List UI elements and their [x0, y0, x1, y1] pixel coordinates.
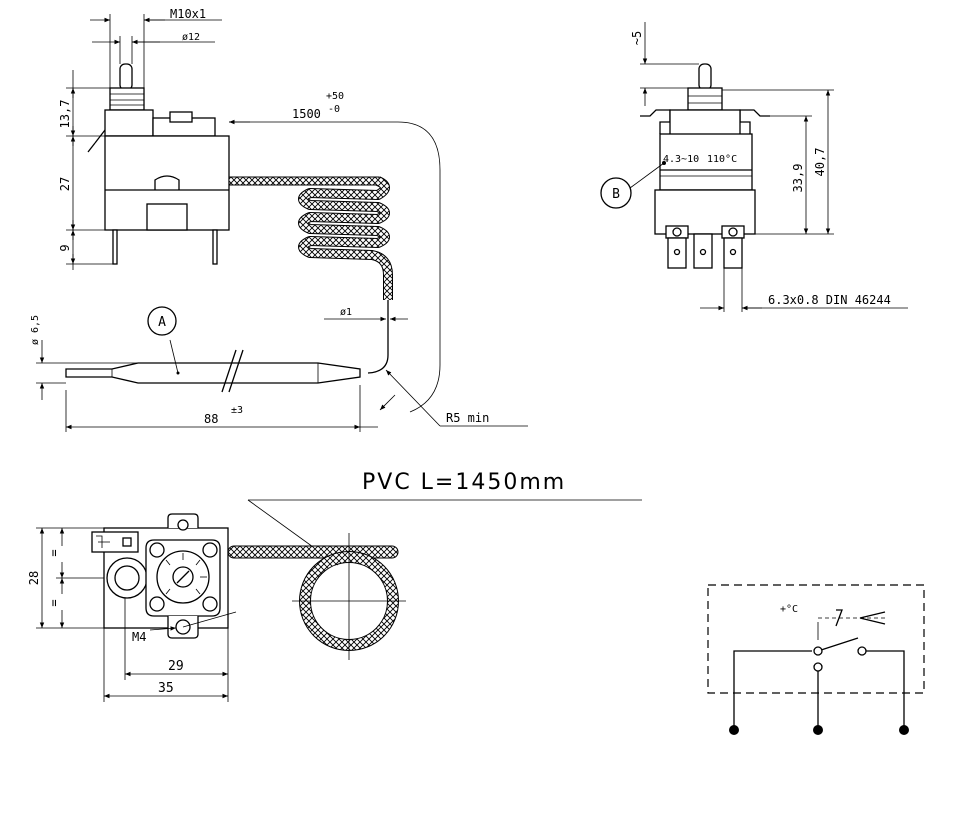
dim-thread: M10x1	[90, 7, 222, 90]
dim-capillary-diameter: ø1	[324, 307, 408, 322]
marker-a: A	[158, 315, 166, 330]
marker-b-circle	[600, 177, 632, 209]
bulb-tol: ±3	[231, 405, 243, 416]
capillary-coil-ring	[227, 533, 406, 660]
terminal-dot-1	[729, 725, 739, 735]
top-gap: ~5	[630, 31, 644, 45]
front-body	[659, 133, 753, 191]
coiled-capillary	[228, 176, 393, 374]
height-b: 40,7	[813, 148, 827, 177]
bend-radius: R5 min	[446, 411, 489, 425]
thread-shaft	[109, 63, 145, 111]
thread-label: M10x1	[170, 7, 206, 21]
height-top: 13,7	[58, 100, 72, 129]
height-pins: 9	[58, 244, 72, 251]
capillary-length: 1500	[292, 107, 321, 121]
contact-nc	[813, 662, 823, 672]
dim-heights: 33,9 40,7	[722, 89, 834, 235]
scale-label: 4.3~10	[663, 154, 699, 165]
shaft-diameter: ø12	[182, 32, 200, 43]
width-holes: 29	[168, 659, 184, 674]
dim-capillary-length: 1500 +50 -0	[229, 91, 441, 413]
marker-a-circle	[147, 306, 177, 336]
screw-label: M4	[132, 630, 146, 644]
height-total: 28	[27, 571, 41, 585]
terminals	[665, 225, 745, 269]
sensor-bulb	[65, 339, 361, 393]
dim-left-vertical: 13,7 27 9	[58, 70, 113, 270]
half-mark-1: =	[47, 549, 61, 556]
pin-left	[112, 229, 118, 265]
width-total: 35	[158, 681, 174, 696]
terminal-dot-3	[899, 725, 909, 735]
pvc-label: PVC L=1450mm	[362, 470, 566, 495]
schematic-frame	[707, 584, 925, 694]
half-mark-2: =	[47, 599, 61, 606]
dim-bend-radius: R5 min	[385, 369, 528, 427]
temp-symbol: +°C	[780, 604, 798, 615]
front-view: 4.3~10 110°C B ~5	[600, 22, 908, 312]
knob-inner	[114, 565, 140, 591]
knob-shaft	[698, 63, 712, 91]
capillary-tol-minus: -0	[328, 104, 340, 115]
contact-common	[813, 646, 823, 656]
capillary-diameter: ø1	[340, 307, 352, 318]
dim-terminal-width: 6.3x0.8 DIN 46244	[700, 268, 908, 312]
wiring-schematic: +°C	[707, 584, 925, 735]
dim-shaft-diameter: ø12	[92, 32, 215, 64]
dial-ticks	[165, 553, 207, 595]
upper-block	[104, 109, 154, 137]
dim-top-height: 28 = =	[27, 527, 104, 629]
capillary-tol-plus: +50	[326, 91, 344, 102]
dim-top-width: 29 35	[103, 598, 229, 702]
temp-label: 110°C	[707, 154, 737, 165]
bulb-diameter: ø 6,5	[30, 315, 41, 345]
terminal-label: 6.3x0.8 DIN 46244	[768, 293, 891, 307]
bulb-length: 88	[204, 412, 218, 426]
pin-right	[212, 229, 218, 265]
dim-bulb-length: 88 ±3	[65, 385, 378, 432]
terminal-dot-2	[813, 725, 823, 735]
contact-no	[857, 646, 867, 656]
side-view: A M10x1 ø12	[30, 7, 528, 432]
dim-bulb-diameter: ø 6,5	[30, 315, 138, 400]
switch-contact	[817, 637, 859, 652]
dim-top-gap: ~5	[630, 22, 699, 106]
height-a: 33,9	[791, 164, 805, 193]
top-view: M4 28 = =	[27, 513, 406, 702]
height-body: 27	[58, 177, 72, 191]
marker-b: B	[612, 187, 620, 202]
